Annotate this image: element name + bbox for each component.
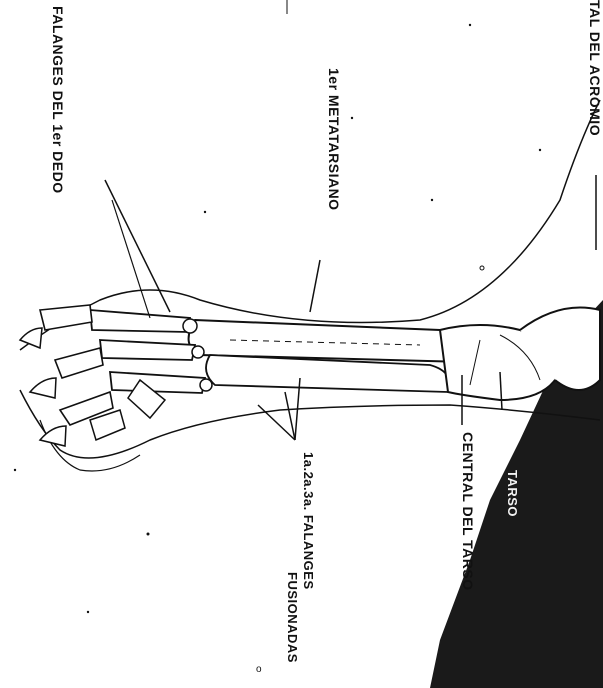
speck [14, 469, 16, 471]
speck [480, 266, 484, 270]
label-first-metatarsal: 1er METATARSIANO [326, 68, 342, 211]
phalanx-1 [90, 310, 190, 332]
label-phalanges-first-digit: FALANGES DEL 1er DEDO [50, 6, 66, 194]
speck [351, 117, 353, 119]
label-tarsal: TARSO [505, 470, 520, 517]
claw-2 [30, 378, 56, 398]
joint-nub-2 [192, 346, 204, 358]
joint-nub-3 [200, 379, 212, 391]
leader-phalanges [105, 180, 170, 312]
label-fused-phalanges-line2: FUSIONADAS [285, 572, 300, 663]
label-central-tarsal: CENTRAL DEL TARSO [460, 432, 476, 591]
label-top-right-partial: TAL DEL ACROMIO [587, 0, 603, 136]
speck [539, 149, 541, 151]
toe-segment-2 [55, 348, 103, 378]
speck [204, 211, 206, 213]
phalanx-2 [100, 340, 195, 360]
phalanx-3 [110, 372, 205, 393]
page-mark: o [256, 664, 262, 675]
speck [431, 199, 433, 201]
claw-1 [20, 328, 42, 348]
speck [147, 533, 150, 536]
label-fused-phalanges-line1: 1a.2a.3a. FALANGES [301, 452, 316, 590]
speck [87, 611, 89, 613]
toe-segment-1 [40, 305, 92, 330]
leader-metatarsal [310, 260, 320, 312]
joint-nub-1 [183, 319, 197, 333]
speck [469, 24, 471, 26]
